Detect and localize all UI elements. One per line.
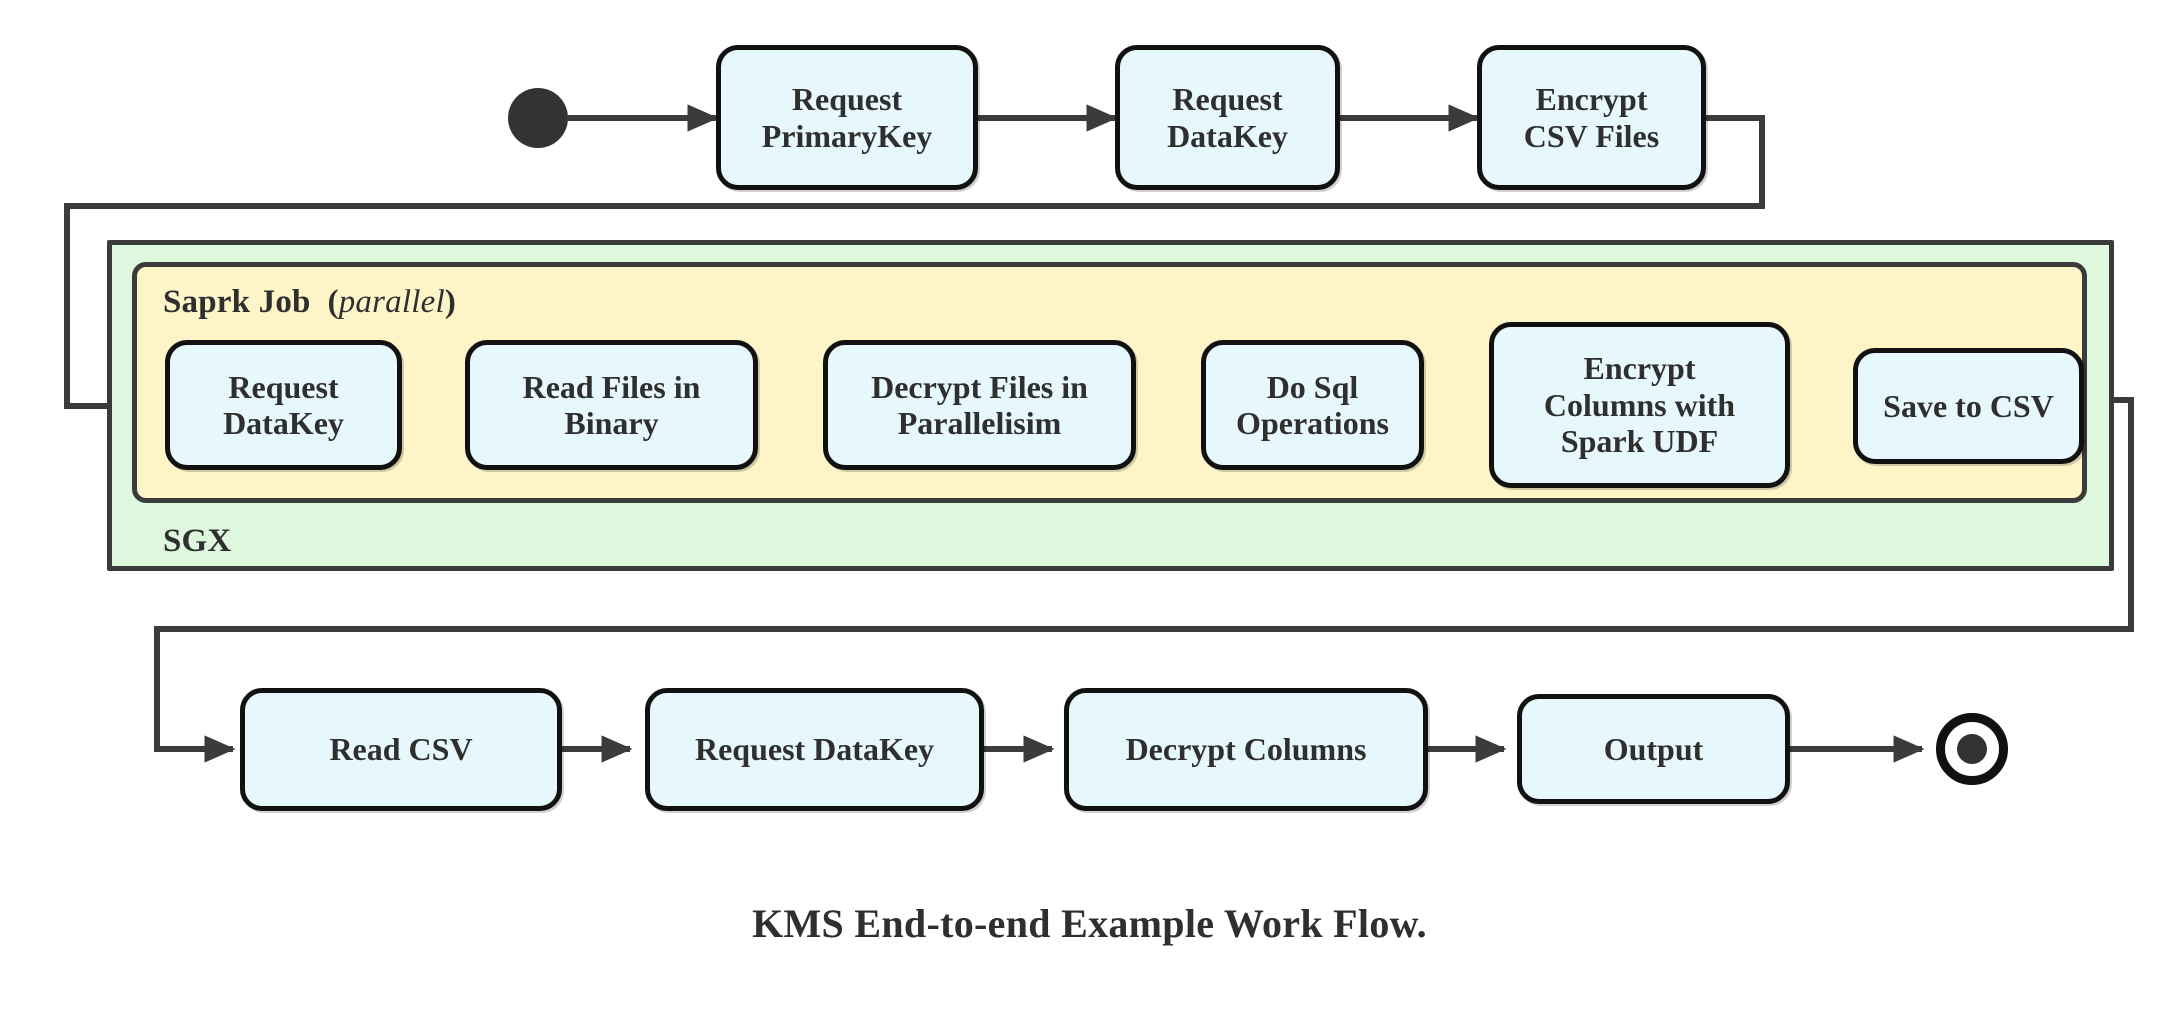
end-node — [1936, 713, 2008, 785]
node-label: Decrypt Columns — [1125, 731, 1367, 768]
node-label: Request DataKey — [694, 731, 935, 768]
node-label: Read Files in Binary — [522, 368, 701, 441]
node-output[interactable]: Output — [1517, 694, 1790, 804]
node-encrypt-columns-with-spark-udf[interactable]: Encrypt Columns with Spark UDF — [1489, 322, 1790, 488]
spark-job-title: Saprk Job — [163, 284, 311, 320]
node-label: Do Sql Operations — [1236, 368, 1389, 441]
end-node-inner-dot — [1957, 734, 1987, 764]
spark-job-container-label: Saprk Job (parallel) — [163, 286, 456, 319]
spark-job-qualifier: parallel — [338, 284, 445, 320]
node-do-sql-operations[interactable]: Do Sql Operations — [1201, 340, 1424, 470]
node-encrypt-csv-files[interactable]: Encrypt CSV Files — [1477, 45, 1706, 190]
node-request-primarykey[interactable]: Request PrimaryKey — [716, 45, 978, 190]
node-label: Request DataKey — [223, 368, 344, 441]
start-node — [508, 88, 568, 148]
spark-job-paren-open: ( — [327, 284, 339, 320]
node-request-datakey-top[interactable]: Request DataKey — [1115, 45, 1340, 190]
node-label: Request PrimaryKey — [761, 81, 933, 154]
node-read-csv[interactable]: Read CSV — [240, 688, 562, 811]
node-label: Request DataKey — [1167, 81, 1288, 154]
node-label: Decrypt Files in Parallelisim — [871, 368, 1088, 441]
spark-job-paren-close: ) — [444, 284, 457, 320]
sgx-container-label: SGX — [163, 523, 232, 559]
node-request-datakey-bottom[interactable]: Request DataKey — [645, 688, 984, 811]
node-label: Encrypt CSV Files — [1523, 81, 1660, 154]
node-label: Save to CSV — [1883, 387, 2054, 424]
node-decrypt-columns[interactable]: Decrypt Columns — [1064, 688, 1428, 811]
node-request-datakey-spark[interactable]: Request DataKey — [165, 340, 402, 470]
node-read-files-in-binary[interactable]: Read Files in Binary — [465, 340, 758, 470]
diagram-caption: KMS End-to-end Example Work Flow. — [752, 901, 1427, 946]
node-label: Encrypt Columns with Spark UDF — [1543, 350, 1736, 460]
node-decrypt-files-in-parallelisim[interactable]: Decrypt Files in Parallelisim — [823, 340, 1136, 470]
node-save-to-csv[interactable]: Save to CSV — [1853, 348, 2084, 464]
node-label: Output — [1603, 730, 1704, 767]
node-label: Read CSV — [329, 731, 473, 768]
